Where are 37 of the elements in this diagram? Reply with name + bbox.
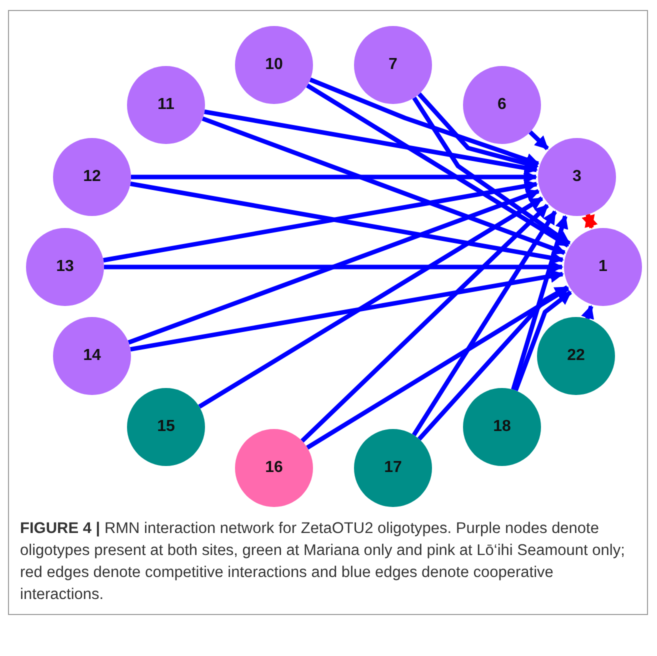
arrow	[528, 130, 549, 150]
node-label: 6	[498, 96, 506, 114]
arrow	[306, 286, 570, 450]
node-label: 14	[83, 347, 101, 365]
figure-caption: FIGURE 4 | RMN interaction network for ZetaOTU2 oligotypes. Purple nodes denote oligotypes present at both sites, green at Mariana only and pink at Lō‘ihi Seamount only; red edges denote competitive interactions and blue edges denote cooperative interactions.	[20, 519, 626, 605]
arrow	[417, 92, 539, 170]
node-label: 15	[157, 418, 175, 436]
node-circle	[538, 138, 616, 216]
node-label: 3	[572, 168, 582, 186]
arrow	[103, 180, 538, 262]
node-label: 10	[265, 56, 283, 74]
node-label: 1	[598, 258, 608, 276]
arrow	[300, 204, 549, 443]
node-label: 7	[388, 56, 398, 74]
arrow	[514, 290, 572, 392]
node-label: 11	[158, 96, 174, 114]
arrow	[131, 170, 538, 184]
arrow	[581, 304, 594, 320]
arrow	[418, 285, 569, 441]
node-label: 16	[265, 459, 283, 477]
arrow	[130, 269, 564, 352]
arrow	[204, 110, 538, 174]
node-label: 18	[493, 418, 511, 436]
arrow	[309, 78, 540, 166]
arrow	[104, 260, 564, 274]
arrow	[412, 96, 571, 246]
arrow	[412, 210, 557, 436]
node-label: 12	[83, 168, 101, 186]
node-label: 17	[384, 459, 402, 477]
arrow	[582, 213, 598, 229]
node-label: 22	[567, 347, 585, 365]
arrow	[511, 214, 568, 390]
arrow	[130, 182, 564, 264]
arrow	[128, 189, 540, 345]
arrow	[306, 83, 570, 248]
arrow	[202, 116, 566, 255]
node-label: 13	[56, 258, 74, 276]
